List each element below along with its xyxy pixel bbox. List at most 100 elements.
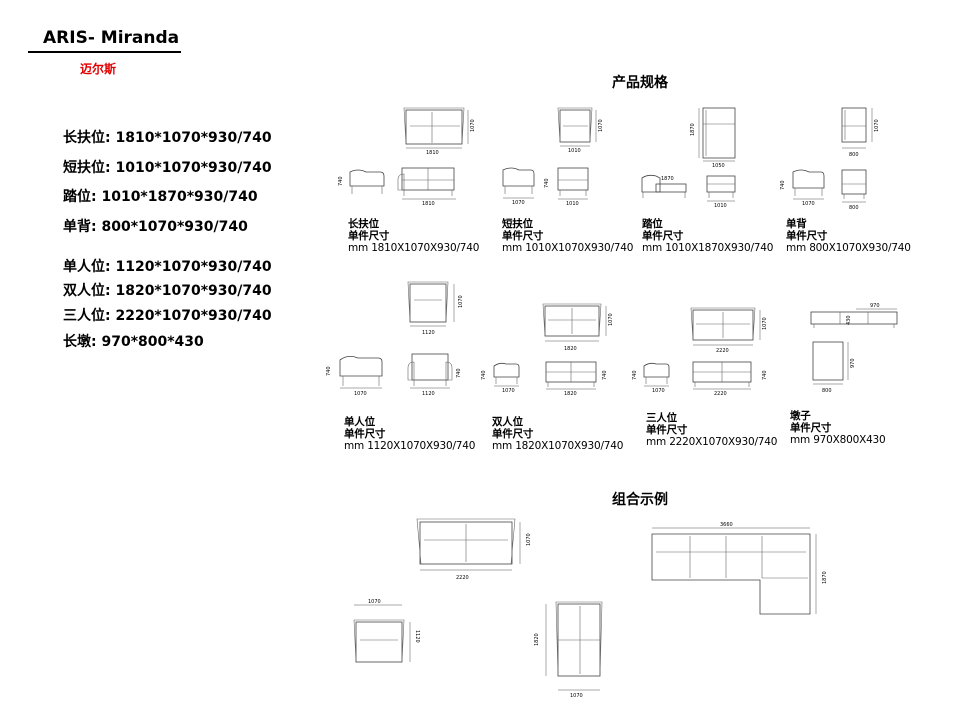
dim-label: 2220 bbox=[714, 391, 727, 397]
dim-label: 740 bbox=[632, 370, 638, 380]
spec-short-arm: 短扶位: 1010*1070*930/740 bbox=[63, 160, 272, 176]
dim-label: 1870 bbox=[690, 123, 696, 136]
combo-corner-set: 3660 1870 bbox=[651, 522, 828, 615]
dim-label: 800 bbox=[822, 388, 832, 394]
caption-sub: 单件尺寸 bbox=[790, 422, 832, 434]
caption-size: mm 970X800X430 bbox=[790, 434, 886, 446]
dim-label: 1820 bbox=[564, 391, 577, 397]
caption-size: mm 1820X1070X930/740 bbox=[492, 440, 624, 452]
spec-chaise: 踏位: 1010*1870*930/740 bbox=[63, 189, 258, 205]
chaise-top-view: 1050 1870 bbox=[690, 107, 736, 169]
dim-label: 740 bbox=[762, 370, 768, 380]
dim-label: 1070 bbox=[512, 200, 525, 206]
single-back-elevations: 1070 740 800 bbox=[780, 169, 867, 211]
caption-size: mm 1810X1070X930/740 bbox=[348, 242, 480, 254]
spec-single-back: 单背: 800*1070*930/740 bbox=[63, 219, 248, 235]
dim-label: 1010 bbox=[714, 203, 727, 209]
dim-label: 1870 bbox=[822, 571, 828, 584]
dim-label: 1810 bbox=[426, 150, 439, 156]
dim-label: 1820 bbox=[534, 633, 540, 646]
short-arm-top-view: 1010 1070 bbox=[557, 107, 604, 154]
combo-one-seater: 1070 1120 bbox=[353, 599, 420, 663]
dim-label: 1050 bbox=[712, 163, 725, 169]
caption-name: 短扶位 bbox=[502, 218, 533, 230]
dim-label: 1120 bbox=[414, 630, 420, 643]
caption-two-seater: 双人位 单件尺寸 mm 1820X1070X930/740 bbox=[492, 416, 623, 452]
long-arm-top-view: 1810 1070 bbox=[403, 107, 476, 156]
caption-sub: 单件尺寸 bbox=[502, 230, 544, 242]
three-seater-top-view: 2220 1070 bbox=[690, 307, 768, 354]
dim-label: 2220 bbox=[456, 575, 469, 581]
chaise-elevations: 1870 1010 bbox=[641, 174, 736, 209]
dim-label: 1070 bbox=[598, 119, 604, 132]
dim-label: 1070 bbox=[652, 388, 665, 394]
one-seater-top-view: 1120 1070 bbox=[407, 281, 464, 336]
short-arm-elevations: 1070 1010 740 bbox=[502, 167, 589, 207]
three-seater-elevations: 1070 740 2220 740 bbox=[632, 361, 768, 397]
combo-three-seater: 2220 1070 bbox=[416, 518, 532, 581]
dim-label: 1070 bbox=[502, 388, 515, 394]
dim-label: 1070 bbox=[470, 119, 476, 132]
caption-size: mm 1010X1870X930/740 bbox=[642, 242, 774, 254]
caption-sub: 单件尺寸 bbox=[786, 230, 828, 242]
dim-label: 1120 bbox=[422, 391, 435, 397]
dim-label: 3660 bbox=[720, 522, 733, 528]
caption-short-arm: 短扶位 单件尺寸 mm 1010X1070X930/740 bbox=[502, 218, 633, 254]
caption-three-seater: 三人位 单件尺寸 mm 2220X1070X930/740 bbox=[646, 412, 777, 448]
caption-name: 墩子 bbox=[790, 410, 811, 422]
dim-label: 1010 bbox=[568, 148, 581, 154]
dim-label: 970 bbox=[850, 358, 856, 368]
single-back-top-view: 800 1070 bbox=[841, 107, 880, 158]
caption-name: 长扶位 bbox=[348, 218, 379, 230]
caption-name: 踏位 bbox=[642, 218, 663, 230]
caption-name: 单背 bbox=[786, 218, 807, 230]
caption-name: 单人位 bbox=[344, 416, 375, 428]
dim-label: 430 bbox=[846, 315, 852, 325]
dim-label: 800 bbox=[849, 152, 859, 158]
long-arm-elevations: 740 1810 bbox=[338, 167, 456, 207]
dim-label: 2220 bbox=[716, 348, 729, 354]
dim-label: 1120 bbox=[422, 330, 435, 336]
caption-name: 双人位 bbox=[492, 416, 523, 428]
section-heading-combination: 组合示例 bbox=[612, 492, 668, 508]
caption-ottoman: 墩子 单件尺寸 mm 970X800X430 bbox=[790, 410, 886, 446]
dim-label: 740 bbox=[456, 368, 462, 378]
caption-sub: 单件尺寸 bbox=[344, 428, 386, 440]
dim-label: 1070 bbox=[368, 599, 381, 605]
dim-label: 1070 bbox=[608, 313, 614, 326]
dim-label: 1810 bbox=[422, 201, 435, 207]
caption-size: mm 1010X1070X930/740 bbox=[502, 242, 634, 254]
caption-long-arm: 长扶位 单件尺寸 mm 1810X1070X930/740 bbox=[348, 218, 479, 254]
section-heading-product-spec: 产品规格 bbox=[612, 75, 668, 91]
dim-label: 1070 bbox=[802, 201, 815, 207]
brand-name: 迈尔斯 bbox=[80, 62, 117, 76]
caption-size: mm 800X1070X930/740 bbox=[786, 242, 911, 254]
caption-name: 三人位 bbox=[646, 412, 677, 424]
dim-label: 970 bbox=[870, 303, 880, 309]
caption-single-back: 单背 单件尺寸 mm 800X1070X930/740 bbox=[786, 218, 911, 254]
dim-label: 740 bbox=[544, 178, 550, 188]
dim-label: 1070 bbox=[762, 317, 768, 330]
caption-chaise: 踏位 单件尺寸 mm 1010X1870X930/740 bbox=[642, 218, 773, 254]
title-divider bbox=[28, 51, 181, 53]
dim-label: 740 bbox=[602, 370, 608, 380]
dim-label: 1070 bbox=[354, 391, 367, 397]
dim-label: 1870 bbox=[661, 176, 674, 182]
one-seater-elevations: 1070 740 1120 740 bbox=[326, 353, 462, 397]
two-seater-elevations: 1070 740 1820 740 bbox=[481, 361, 608, 397]
dim-label: 740 bbox=[326, 366, 332, 376]
spec-ottoman: 长墩: 970*800*430 bbox=[63, 334, 204, 350]
dim-label: 740 bbox=[780, 180, 786, 190]
spec-long-arm: 长扶位: 1810*1070*930/740 bbox=[63, 130, 272, 146]
spec-one-seater: 单人位: 1120*1070*930/740 bbox=[63, 259, 272, 275]
dim-label: 800 bbox=[849, 205, 859, 211]
dim-label: 740 bbox=[338, 176, 344, 186]
caption-sub: 单件尺寸 bbox=[646, 424, 688, 436]
dim-label: 1070 bbox=[526, 533, 532, 546]
dim-label: 1070 bbox=[570, 693, 583, 699]
combo-two-seater: 1820 1070 bbox=[534, 601, 603, 699]
caption-sub: 单件尺寸 bbox=[642, 230, 684, 242]
dim-label: 1010 bbox=[566, 201, 579, 207]
caption-sub: 单件尺寸 bbox=[348, 230, 390, 242]
